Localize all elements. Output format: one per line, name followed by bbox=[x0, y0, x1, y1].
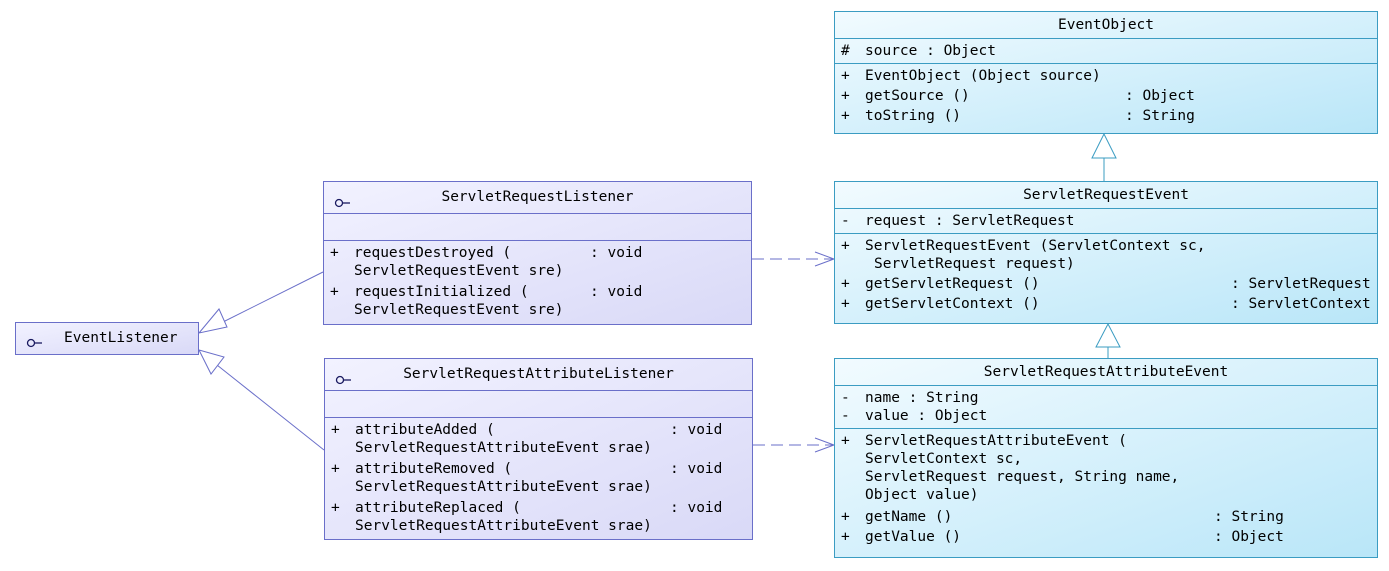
operations-compartment: + ServletRequestEvent (ServletContext sc… bbox=[835, 234, 1377, 318]
class-header: EventListener bbox=[16, 323, 198, 354]
class-name: ServletRequestAttributeEvent bbox=[983, 364, 1229, 380]
operation-row-continued: ServletRequestEvent sre) bbox=[354, 302, 564, 318]
constructor-row: + ServletRequestAttributeEvent ( bbox=[841, 433, 1127, 449]
operations-compartment: + requestDestroyed ( : void ServletReque… bbox=[324, 241, 751, 323]
operation-row-continued: ServletRequestAttributeEvent srae) bbox=[355, 440, 652, 456]
attribute-row: # source : Object bbox=[841, 43, 996, 59]
operation-row: + attributeRemoved ( : void bbox=[331, 461, 723, 477]
realization-arrowhead-request-listener bbox=[197, 308, 228, 334]
realization-line-request-listener bbox=[216, 271, 324, 326]
realization-arrowhead-attribute-listener bbox=[198, 349, 225, 375]
operation-row: + getSource () : Object bbox=[841, 88, 1195, 104]
operation-row-continued: ServletRequestEvent sre) bbox=[354, 263, 564, 279]
class-name: ServletRequestListener bbox=[441, 189, 634, 205]
class-header: ServletRequestAttributeEvent bbox=[835, 359, 1377, 386]
realization-line-attribute-listener bbox=[216, 364, 325, 451]
class-header: ServletRequestEvent bbox=[835, 182, 1377, 209]
attribute-row: - name : String bbox=[841, 390, 979, 406]
operation-row: + EventObject (Object source) bbox=[841, 68, 1101, 84]
attribute-row: - value : Object bbox=[841, 408, 988, 424]
constructor-row-continued: ServletRequest request) bbox=[874, 256, 1075, 272]
attributes-compartment: - request : ServletRequest bbox=[835, 209, 1377, 234]
class-header: ServletRequestAttributeListener bbox=[325, 359, 752, 391]
attributes-compartment: - name : String - value : Object bbox=[835, 386, 1377, 429]
attributes-compartment bbox=[325, 391, 752, 418]
operation-row: + getServletContext () : ServletContext bbox=[841, 296, 1371, 312]
class-event-object[interactable]: EventObject # source : Object + EventObj… bbox=[834, 11, 1378, 134]
constructor-row-continued: ServletRequest request, String name, bbox=[865, 469, 1180, 485]
class-header: EventObject bbox=[835, 12, 1377, 39]
operations-compartment: + EventObject (Object source) + getSourc… bbox=[835, 64, 1377, 130]
operations-compartment: + ServletRequestAttributeEvent ( Servlet… bbox=[835, 429, 1377, 551]
interface-lollipop-icon bbox=[335, 367, 353, 398]
constructor-row: + ServletRequestEvent (ServletContext sc… bbox=[841, 238, 1206, 254]
operation-row: + getValue () : Object bbox=[841, 529, 1284, 545]
operation-row: + getServletRequest () : ServletRequest bbox=[841, 276, 1371, 292]
class-header: ServletRequestListener bbox=[324, 182, 751, 214]
operation-row-continued: ServletRequestAttributeEvent srae) bbox=[355, 479, 652, 495]
operation-row: + attributeAdded ( : void bbox=[331, 422, 723, 438]
attribute-row: - request : ServletRequest bbox=[841, 213, 1075, 229]
operation-row: + attributeReplaced ( : void bbox=[331, 500, 723, 516]
class-name: EventListener bbox=[64, 330, 178, 346]
operation-row: + requestInitialized ( : void bbox=[330, 284, 643, 300]
interface-lollipop-icon bbox=[26, 330, 44, 361]
operation-row-continued: ServletRequestAttributeEvent srae) bbox=[355, 518, 652, 534]
constructor-row-continued: ServletContext sc, bbox=[865, 451, 1023, 467]
class-name: ServletRequestAttributeListener bbox=[403, 366, 674, 382]
generalization-arrowhead-request-event bbox=[1091, 132, 1117, 159]
operation-row: + requestDestroyed ( : void bbox=[330, 245, 643, 261]
attributes-compartment bbox=[324, 214, 751, 241]
operation-row: + toString () : String bbox=[841, 108, 1195, 124]
generalization-arrowhead-attribute-event bbox=[1095, 322, 1121, 348]
class-name: ServletRequestEvent bbox=[1023, 187, 1189, 203]
class-servlet-request-attribute-event[interactable]: ServletRequestAttributeEvent - name : St… bbox=[834, 358, 1378, 558]
attributes-compartment: # source : Object bbox=[835, 39, 1377, 64]
class-servlet-request-event[interactable]: ServletRequestEvent - request : ServletR… bbox=[834, 181, 1378, 324]
class-servlet-request-listener[interactable]: ServletRequestListener + requestDestroye… bbox=[323, 181, 752, 325]
class-name: EventObject bbox=[1057, 17, 1155, 33]
operation-row: + getName () : String bbox=[841, 509, 1284, 525]
operations-compartment: + attributeAdded ( : void ServletRequest… bbox=[325, 418, 752, 539]
interface-lollipop-icon bbox=[334, 190, 352, 221]
class-servlet-request-attribute-listener[interactable]: ServletRequestAttributeListener + attrib… bbox=[324, 358, 753, 540]
class-event-listener[interactable]: EventListener bbox=[15, 322, 199, 355]
constructor-row-continued: Object value) bbox=[865, 487, 979, 503]
